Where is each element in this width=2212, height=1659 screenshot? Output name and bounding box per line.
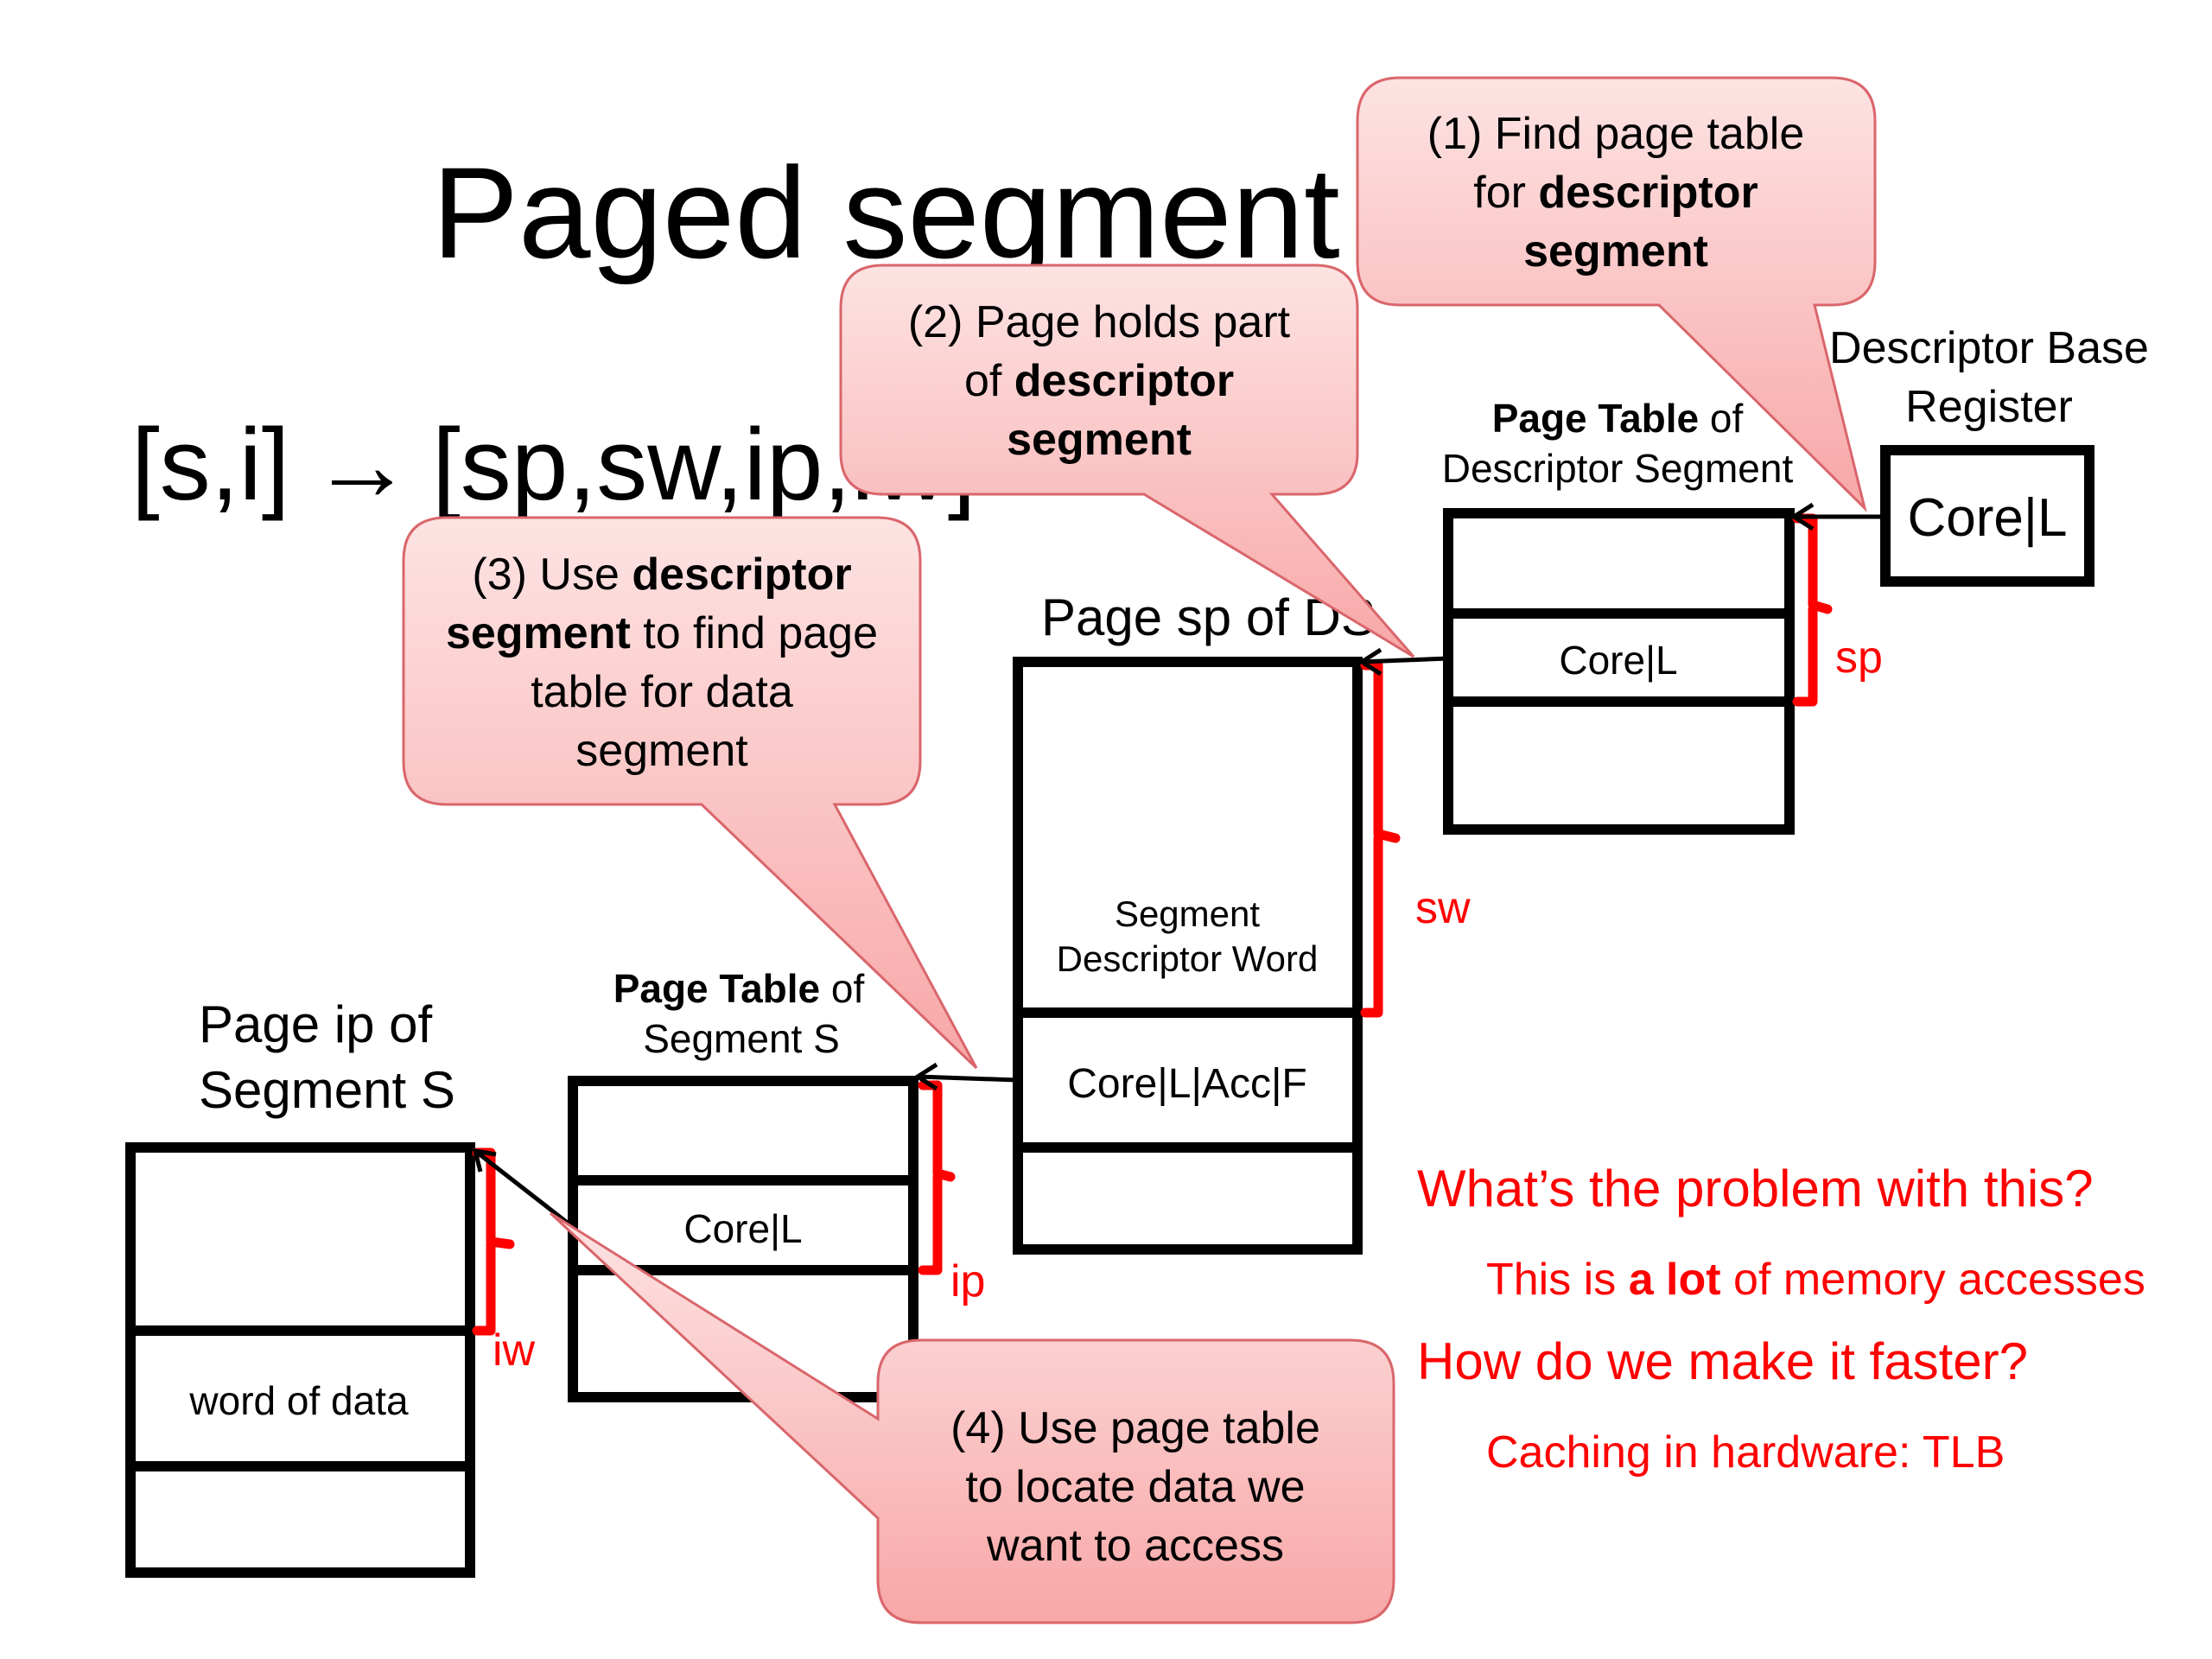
pt-ds-label-line2: Descriptor Segment <box>1442 446 1794 491</box>
page-sp-entry: Core|L|Acc|F <box>1067 1061 1306 1107</box>
page-ip-of-segment-s: Page ip of Segment S word of data iw <box>125 995 536 1578</box>
sw-label: sw <box>1415 883 1471 933</box>
callout-4-line: (4) Use page table <box>950 1403 1320 1453</box>
callout-3-bubble <box>402 516 978 1070</box>
page-sp-of-ds: Page sp of DS Segment Descriptor Word Co… <box>1013 588 1471 1255</box>
arrow-dbr-to-ptds-icon <box>1789 502 1885 531</box>
callout-3-line: (3) Use descriptor <box>472 550 851 600</box>
formula-arrow-icon: → <box>311 408 413 522</box>
dbr-label-line1: Descriptor Base <box>1829 323 2149 373</box>
sw-brace-icon <box>1360 660 1401 1018</box>
callout-step-3: (3) Use descriptor segment to find page … <box>402 516 978 1070</box>
callout-3-line: segment to find page <box>446 608 878 658</box>
page-ip-label-line2: Segment S <box>199 1061 455 1119</box>
page-ip-entry: word of data <box>188 1378 409 1423</box>
callout-1-line: (1) Find page table <box>1427 109 1805 159</box>
pt-s-label-rest: of <box>820 966 864 1011</box>
descriptor-base-register: Descriptor Base Register Core|L <box>1829 323 2149 587</box>
arrow-pts-to-pageip-icon <box>472 1147 575 1229</box>
callout-2-line: of descriptor <box>964 356 1234 406</box>
pt-s-label-bold: Page Table <box>613 966 820 1011</box>
slide-title: Paged segment <box>432 140 1340 285</box>
sp-label: sp <box>1835 632 1883 683</box>
pt-s-label-line1: Page Table of <box>613 966 865 1011</box>
pt-s-label-line2: Segment S <box>643 1016 840 1061</box>
page-ip-label-line1: Page ip of <box>199 995 433 1053</box>
callout-4-line: to locate data we <box>965 1462 1305 1512</box>
page-ip-box <box>125 1142 475 1578</box>
callout-3-line: segment <box>575 726 748 776</box>
pt-ds-box <box>1443 508 1795 835</box>
pt-s-entry: Core|L <box>683 1206 802 1251</box>
callout-4-bubble <box>549 1211 1395 1624</box>
iw-label: iw <box>493 1325 536 1376</box>
callout-1-line: for descriptor <box>1473 168 1758 218</box>
callout-1-bubble <box>1356 76 1877 512</box>
pt-ds-entry: Core|L <box>1559 638 1677 683</box>
pt-ds-label-line1: Page Table of <box>1492 396 1744 441</box>
answer-problem: This is a lot of memory accesses <box>1486 1255 2145 1305</box>
callout-3-line: table for data <box>531 667 793 717</box>
callout-step-2: (2) Page holds part of descriptor segmen… <box>839 264 1415 658</box>
callout-2-bubble <box>839 264 1415 658</box>
question-faster: How do we make it faster? <box>1417 1332 2028 1390</box>
callout-2-line: (2) Page holds part <box>908 297 1291 347</box>
answer-faster: Caching in hardware: TLB <box>1486 1427 2005 1478</box>
callout-4-line: want to access <box>986 1521 1284 1571</box>
callout-2-line: segment <box>1007 415 1192 465</box>
formula-left: [s,i] <box>131 408 290 522</box>
ip-label: ip <box>950 1256 985 1306</box>
pt-ds-label-bold: Page Table <box>1492 396 1699 441</box>
discussion-notes: What’s the problem with this? This is a … <box>1417 1160 2145 1478</box>
dbr-box <box>1880 445 2094 587</box>
arrow-pagesp-to-pts-icon <box>913 1062 1019 1091</box>
arrow-ptds-to-pagesp-icon <box>1357 647 1449 677</box>
page-table-segment-s: Page Table of Segment S Core|L ip <box>568 966 985 1402</box>
callout-step-1: (1) Find page table for descriptor segme… <box>1356 76 1877 512</box>
sdw-label-line2: Descriptor Word <box>1057 938 1319 979</box>
callout-step-4: (4) Use page table to locate data we wan… <box>549 1211 1395 1624</box>
page-table-descriptor-segment: Page Table of Descriptor Segment Core|L … <box>1442 396 1883 835</box>
dbr-value: Core|L <box>1908 488 2068 548</box>
sdw-label-line1: Segment <box>1115 893 1260 934</box>
dbr-label-line2: Register <box>1905 382 2073 432</box>
ip-brace-icon <box>918 1080 956 1275</box>
sp-brace-icon <box>1792 513 1833 707</box>
iw-brace-icon <box>472 1147 515 1336</box>
pt-ds-label-rest: of <box>1699 396 1743 441</box>
question-problem: What’s the problem with this? <box>1417 1160 2094 1217</box>
pointer-arrows <box>472 502 1885 1229</box>
callout-1-line: segment <box>1523 226 1708 276</box>
